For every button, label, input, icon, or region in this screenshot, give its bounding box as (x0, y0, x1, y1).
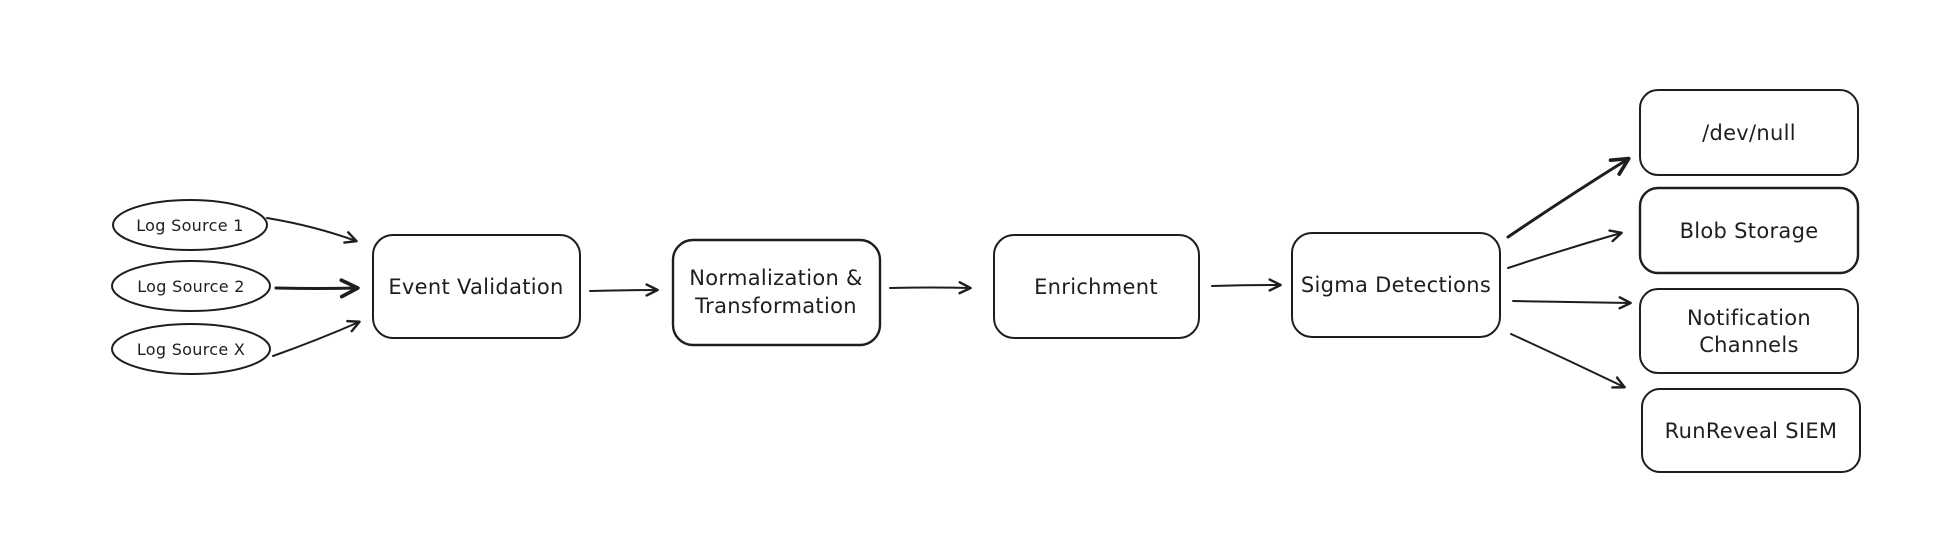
node-notification-channels: Notification Channels (1639, 288, 1859, 374)
node-log-source-1: Log Source 1 (112, 199, 268, 251)
devnull-label: /dev/null (1702, 121, 1796, 145)
edge-normalization-enrichment (889, 281, 972, 295)
edge-sigma-devnull (1506, 156, 1631, 239)
edges-sources-to-validation (266, 217, 361, 357)
edge-sigma-runreveal (1510, 333, 1626, 389)
notification-channels-shape (1639, 288, 1859, 374)
node-log-source-2: Log Source 2 (111, 260, 271, 312)
devnull-shape (1639, 89, 1859, 176)
enrichment-label: Enrichment (1034, 275, 1158, 299)
node-blob-storage: Blob Storage (1638, 186, 1860, 275)
runreveal-siem-label: RunReveal SIEM (1665, 419, 1838, 443)
event-validation-label: Event Validation (388, 275, 563, 299)
log-source-1-label: Log Source 1 (136, 216, 243, 235)
node-devnull: /dev/null (1639, 89, 1859, 176)
node-normalization-transformation: Normalization & Transformation (671, 238, 882, 347)
notification-channels-label-line2: Channels (1699, 333, 1799, 357)
node-runreveal-siem: RunReveal SIEM (1641, 388, 1861, 473)
blob-storage-shape (1638, 186, 1860, 275)
normalization-shape (671, 238, 882, 347)
log-source-2-label: Log Source 2 (137, 277, 244, 296)
edge-sigma-blobstorage (1507, 229, 1623, 269)
edge-sigma-notification (1512, 296, 1632, 310)
enrichment-shape (993, 234, 1200, 339)
edge-logsource1-validation (266, 217, 358, 244)
notification-channels-label-line1: Notification (1687, 306, 1811, 330)
node-log-source-x: Log Source X (111, 323, 271, 375)
normalization-label-line2: Transformation (694, 294, 857, 318)
edges-sigma-fanout (1506, 156, 1632, 389)
event-validation-shape (372, 234, 581, 339)
log-source-1-shape (112, 199, 268, 251)
runreveal-siem-shape (1641, 388, 1861, 473)
normalization-label-line1: Normalization & (689, 266, 862, 290)
edge-validation-normalization (589, 283, 659, 297)
node-event-validation: Event Validation (372, 234, 581, 339)
sigma-detections-shape (1291, 232, 1501, 338)
edge-logsourcex-validation (272, 319, 361, 357)
log-source-x-label: Log Source X (137, 340, 245, 359)
edge-logsource2-validation (274, 278, 360, 299)
log-source-x-shape (111, 323, 271, 375)
node-sigma-detections: Sigma Detections (1291, 232, 1501, 338)
log-source-2-shape (111, 260, 271, 312)
edges-pipeline (589, 278, 1282, 297)
edge-enrichment-sigma (1211, 278, 1282, 292)
node-enrichment: Enrichment (993, 234, 1200, 339)
sigma-detections-label: Sigma Detections (1301, 273, 1491, 297)
blob-storage-label: Blob Storage (1680, 219, 1819, 243)
